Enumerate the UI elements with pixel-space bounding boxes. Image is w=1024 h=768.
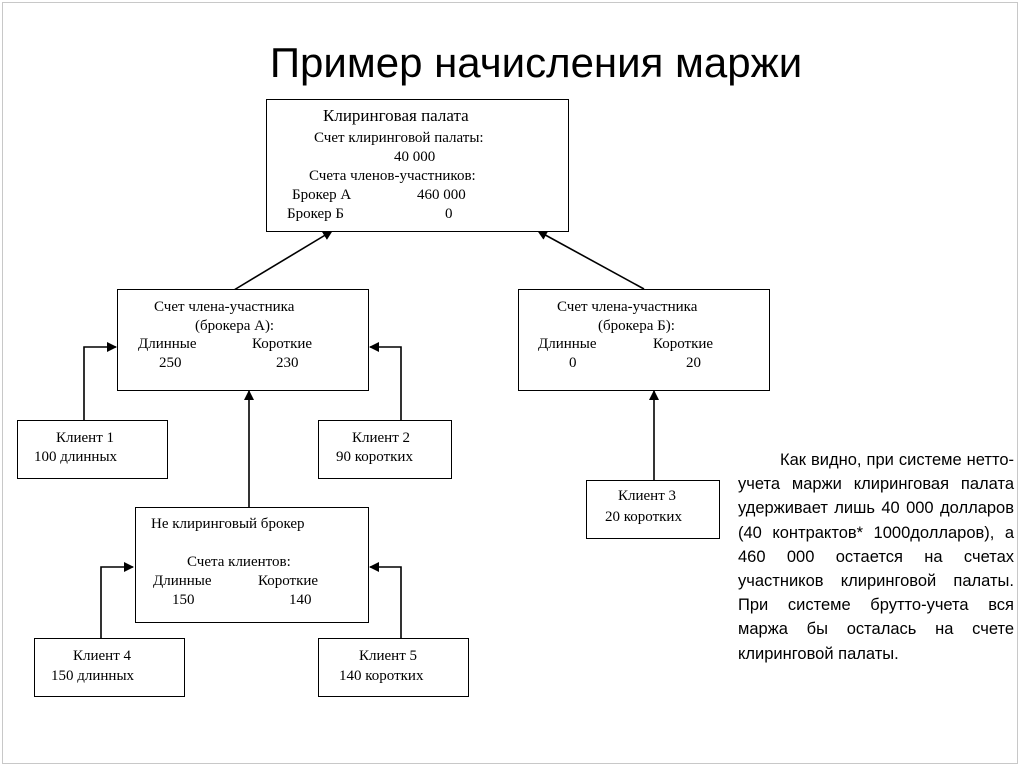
client-3-position: 20 коротких — [605, 509, 682, 525]
member-b-line1: Счет члена-участника — [557, 299, 698, 315]
client-5-box: Клиент 5 140 коротких — [318, 638, 469, 697]
non-clearing-accounts-label: Счета клиентов: — [187, 554, 291, 570]
client-1-position: 100 длинных — [34, 449, 118, 465]
member-a-line1: Счет члена-участника — [154, 299, 295, 315]
non-clearing-long-value: 150 — [172, 592, 195, 608]
clearing-house-members-label: Счета членов-участников: — [309, 168, 476, 184]
member-b-long-label: Длинные — [538, 336, 597, 352]
page-title: Пример начисления маржи — [269, 39, 803, 86]
client-2-name: Клиент 2 — [352, 430, 411, 446]
clearing-house-account-label: Счет клиринговой палаты: — [314, 130, 484, 146]
member-b-short-value: 20 — [686, 355, 701, 371]
client-2-box: Клиент 2 90 коротких — [318, 420, 452, 479]
non-clearing-short-value: 140 — [289, 592, 312, 608]
non-clearing-short-label: Короткие — [258, 573, 319, 589]
member-a-short-label: Короткие — [252, 336, 313, 352]
client-1-box: Клиент 1 100 длинных — [17, 420, 168, 479]
clearing-house-title: Клиринговая палата — [323, 106, 469, 125]
client-3-name: Клиент 3 — [618, 488, 677, 504]
broker-a-value: 460 000 — [417, 187, 466, 203]
non-clearing-broker-box: Не клиринговый брокер Счета клиентов: Дл… — [135, 507, 369, 623]
client-4-box: Клиент 4 150 длинных — [34, 638, 185, 697]
client-5-name: Клиент 5 — [359, 648, 418, 664]
client-1-name: Клиент 1 — [56, 430, 115, 446]
member-a-line2: (брокера А): — [195, 318, 275, 334]
member-b-short-label: Короткие — [653, 336, 714, 352]
member-a-box: Счет члена-участника (брокера А): Длинны… — [117, 289, 369, 391]
client-2-position: 90 коротких — [336, 449, 413, 465]
client-3-box: Клиент 3 20 коротких — [586, 480, 720, 539]
non-clearing-long-label: Длинные — [153, 573, 212, 589]
client-5-position: 140 коротких — [339, 668, 424, 684]
client-4-position: 150 длинных — [51, 668, 135, 684]
member-b-line2: (брокера Б): — [598, 318, 675, 334]
client-4-name: Клиент 4 — [73, 648, 132, 664]
member-a-short-value: 230 — [276, 355, 299, 371]
member-b-box: Счет члена-участника (брокера Б): Длинны… — [518, 289, 770, 391]
clearing-house-box: Клиринговая палата Счет клиринговой пала… — [266, 99, 569, 232]
broker-b-label: Брокер Б — [287, 206, 345, 222]
non-clearing-title: Не клиринговый брокер — [151, 516, 305, 532]
broker-b-value: 0 — [445, 206, 453, 222]
explanation-note: Как видно, при системе нетто-учета маржи… — [738, 451, 1014, 663]
member-b-long-value: 0 — [569, 355, 577, 371]
member-a-long-label: Длинные — [138, 336, 197, 352]
broker-a-label: Брокер А — [292, 187, 352, 203]
clearing-house-account-value: 40 000 — [394, 149, 436, 165]
member-a-long-value: 250 — [159, 355, 182, 371]
